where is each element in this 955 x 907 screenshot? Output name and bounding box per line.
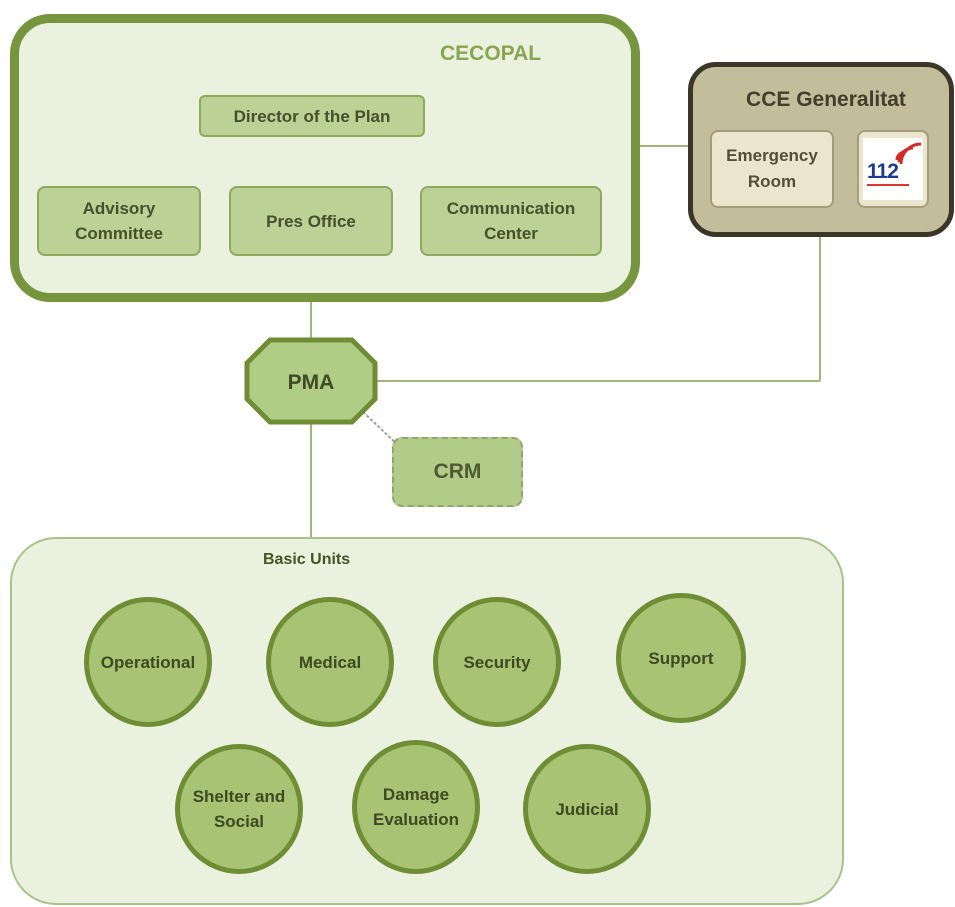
advisory-committee-box: Advisory Committee — [37, 186, 201, 256]
unit-support: Support — [616, 593, 746, 723]
unit-damage-evaluation: Damage Evaluation — [352, 740, 480, 874]
unit-shelter-social: Shelter and Social — [175, 744, 303, 874]
emergency-room-box: Emergency Room — [710, 130, 834, 208]
unit-security: Security — [433, 597, 561, 727]
cecopal-title: CECOPAL — [440, 42, 542, 65]
logo-number: 112 — [867, 160, 899, 183]
pres-office-box: Pres Office — [229, 186, 393, 256]
112-logo-box: 112 — [857, 130, 929, 208]
112-emergency-logo-icon: 112 — [863, 138, 923, 200]
communication-center-box: Communication Center — [420, 186, 602, 256]
director-box: Director of the Plan — [199, 95, 425, 137]
logo-stripe — [867, 184, 909, 186]
unit-medical: Medical — [266, 597, 394, 727]
signal-waves-icon — [895, 142, 922, 165]
pma-octagon: PMA — [244, 337, 378, 425]
cce-title: CCE Generalitat — [746, 88, 906, 111]
basic-units-title: Basic Units — [263, 551, 351, 568]
crm-box: CRM — [392, 437, 523, 507]
unit-judicial: Judicial — [523, 744, 651, 874]
unit-operational: Operational — [84, 597, 212, 727]
pma-label: PMA — [288, 371, 335, 394]
